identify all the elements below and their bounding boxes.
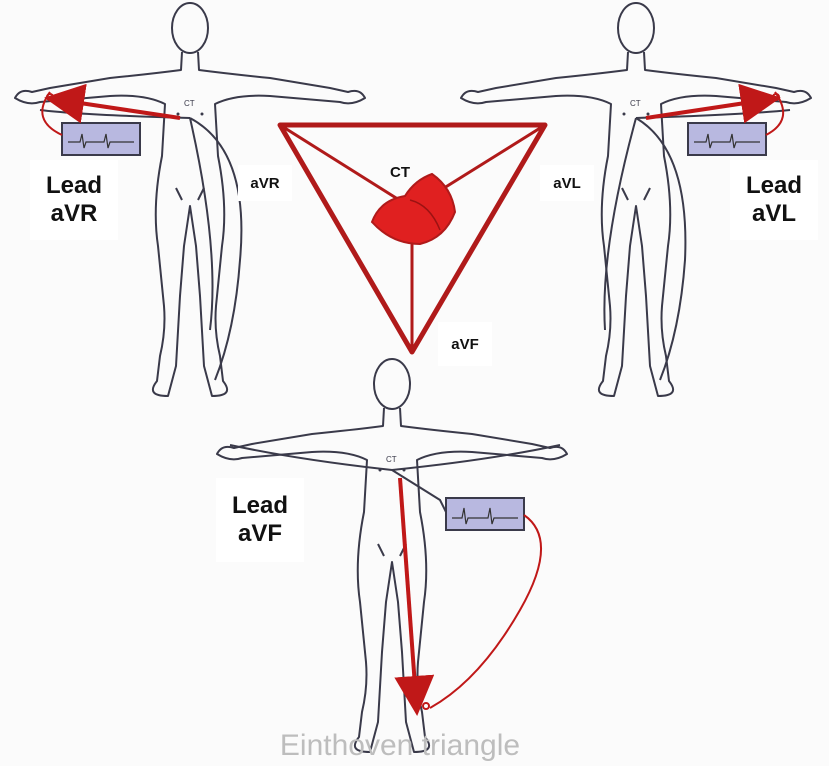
svg-text:CT: CT: [386, 455, 397, 464]
svg-text:CT: CT: [184, 99, 195, 108]
figure-caption: Einthoven triangle: [220, 726, 580, 766]
electrode-bottom: [423, 703, 429, 709]
cable-right: [604, 118, 685, 380]
label-lead-avr: Lead aVR: [30, 160, 118, 240]
label-lead-avl-line1: Lead: [746, 172, 802, 200]
label-lead-avf-line1: Lead: [232, 492, 288, 520]
label-lead-avr-line1: Lead: [46, 172, 102, 200]
electrode-right: [773, 94, 779, 100]
label-lead-avf-line2: aVF: [238, 520, 282, 548]
label-lead-avl: Lead aVL: [730, 160, 818, 240]
vertex-label-avf: aVF: [438, 322, 492, 366]
svg-text:CT: CT: [630, 99, 641, 108]
label-lead-avr-line2: aVR: [51, 200, 98, 228]
monitor-left: [62, 123, 140, 155]
electrode-loop-bottom: [430, 515, 541, 708]
center-label-ct: CT: [380, 158, 420, 186]
vertex-label-avr: aVR: [238, 165, 292, 201]
monitor-right: [688, 123, 766, 155]
label-lead-avl-line2: aVL: [752, 200, 796, 228]
label-lead-avf: Lead aVF: [216, 478, 304, 562]
cable-left: [190, 118, 241, 380]
electrode-left: [47, 94, 53, 100]
vertex-label-avl: aVL: [540, 165, 594, 201]
monitor-bottom: [446, 498, 524, 530]
